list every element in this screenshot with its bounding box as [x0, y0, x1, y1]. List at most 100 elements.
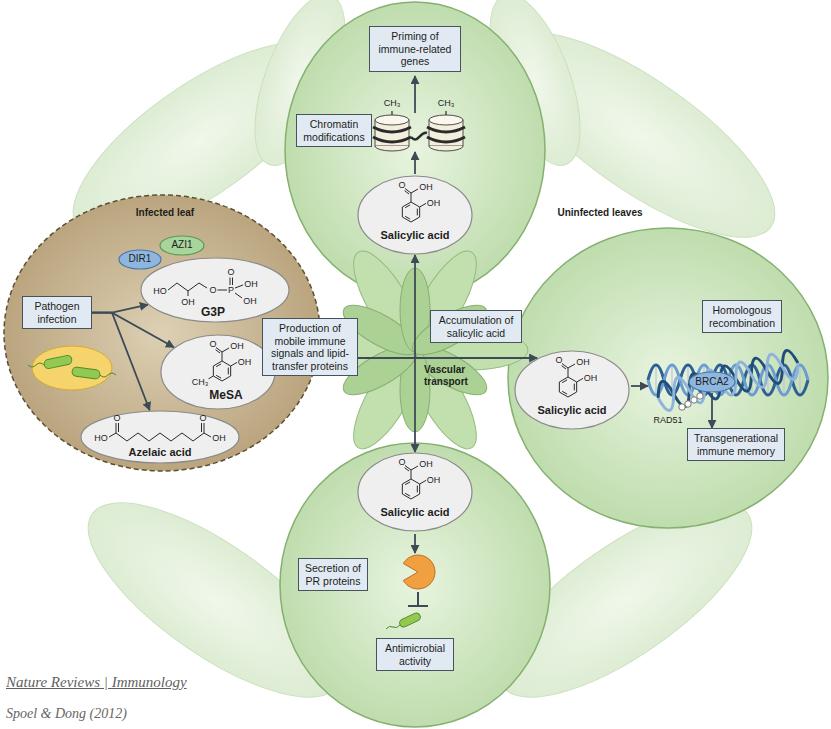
node-text: Pathogen infection: [27, 300, 87, 325]
node-text: Salicylic acid: [380, 229, 449, 242]
pr-protein-illustration: [386, 534, 435, 629]
process-box: Production of mobile immune signals and …: [262, 318, 358, 376]
protein-ellipse: AZI1: [159, 235, 205, 256]
dna-illustration: [631, 349, 808, 413]
atom-label: OH: [212, 434, 226, 443]
bacterium: [72, 367, 101, 380]
ellipse-shape: [515, 351, 629, 429]
atom-label: O: [209, 286, 216, 295]
molecule-structure: [209, 348, 238, 382]
node-text: Homologous recombination: [707, 304, 777, 329]
dna-strand: [655, 349, 802, 413]
uninfected-leaf: [280, 443, 550, 727]
process-box: Priming of immune-related genes: [369, 26, 461, 72]
transport-label: Vascular transport: [424, 364, 480, 387]
node-text: Secretion of PR proteins: [303, 562, 363, 587]
protein-label: RAD51: [653, 416, 682, 425]
node-text: Transgenerational immune memory: [692, 432, 780, 457]
connector-arrow: [358, 358, 415, 452]
atom-label: OH: [576, 357, 590, 366]
ellipse-outline: [357, 452, 473, 532]
flagellum: [386, 625, 400, 629]
atom-label: OH: [427, 475, 441, 484]
inhibition-bar: [408, 592, 428, 606]
dna-wrap: [373, 127, 411, 142]
atom-label: OH: [419, 459, 433, 468]
node-text: MeSA: [209, 389, 242, 403]
uninfected-leaf: [285, 2, 545, 298]
atom-label: OH: [238, 357, 252, 366]
atom-label: OH: [243, 297, 257, 306]
atom-label: OH: [419, 182, 433, 191]
nucleosome-illustration: [373, 76, 465, 174]
pathogen-blob: [32, 346, 112, 390]
process-box: Homologous recombination: [702, 300, 782, 333]
process-box: Secretion of PR proteins: [298, 558, 368, 591]
ellipse-shape: [81, 411, 239, 463]
flagellum: [100, 373, 116, 377]
ellipse-outline: [357, 175, 473, 255]
rad51-chain: [679, 393, 703, 410]
atom-label: O: [199, 414, 206, 423]
bacterium: [43, 355, 72, 370]
node-text: DIR1: [129, 253, 152, 265]
atom-label: CH₃: [192, 378, 209, 387]
node-text: G3P: [201, 306, 225, 320]
node-text: Chromatin modifications: [301, 118, 367, 143]
atom-label: OH: [427, 198, 441, 207]
pathogen-illustration: [28, 346, 116, 390]
atom-label: OH: [230, 341, 244, 350]
molecule-structure: [559, 364, 583, 398]
molecule-structure: [402, 189, 426, 223]
node-text: Antimicrobial activity: [381, 642, 449, 667]
process-box: Antimicrobial activity: [376, 638, 454, 671]
nucleosome: [375, 146, 409, 151]
ellipse-shape: [358, 453, 472, 531]
node-text: BRCA2: [695, 376, 728, 388]
nucleosome: [375, 115, 409, 125]
source-credit: Nature Reviews | Immunology: [6, 674, 187, 691]
atom-label: HO: [94, 434, 108, 443]
ellipse-shape: [160, 236, 204, 255]
node-text: Salicylic acid: [537, 404, 606, 417]
ellipse-shape: [119, 250, 161, 269]
molecule-structure: [402, 466, 426, 500]
linker-dna: [411, 133, 427, 140]
node-text: AZI1: [171, 239, 192, 251]
bacterium: [398, 612, 421, 629]
process-box: Pathogen infection: [22, 296, 92, 329]
nucleosome: [429, 115, 463, 125]
atom-label: P: [228, 286, 234, 295]
connector-arrow: [92, 305, 148, 313]
flagellum: [28, 363, 44, 367]
process-box: Transgenerational immune memory: [687, 428, 785, 461]
atom-label: O: [555, 356, 562, 365]
ellipse-shape: [689, 372, 735, 392]
protein-ellipse: DIR1: [118, 249, 162, 270]
methyl-label: CH₃: [384, 99, 401, 108]
source-credit: Spoel & Dong (2012): [6, 706, 127, 722]
pathway-arrow: [414, 152, 416, 174]
uninfected-leaf: [508, 228, 828, 528]
atom-label: O: [398, 181, 405, 190]
methyl-label: CH₃: [438, 99, 455, 108]
atom-label: HO: [153, 287, 167, 296]
node-text: Priming of immune-related genes: [374, 30, 456, 68]
pathway-arrow: [631, 385, 648, 387]
nucleosome: [429, 146, 463, 151]
atom-label: OH: [181, 298, 195, 307]
connector-arrow: [92, 313, 174, 348]
atom-label: O: [113, 414, 120, 423]
atom-label: O: [398, 458, 405, 467]
molecule-ellipse: Salicylic acid: [514, 350, 630, 430]
dna-wrap: [427, 127, 465, 142]
methyl-stalk: [392, 111, 446, 115]
leaf-label: Uninfected leaves: [557, 207, 642, 219]
atom-label: O: [227, 268, 234, 277]
atom-label: O: [209, 340, 216, 349]
node-text: Azelaic acid: [129, 446, 192, 459]
pathway-arrow: [414, 76, 416, 113]
molecule-structure: [168, 278, 243, 299]
protein-ellipse: BRCA2: [688, 371, 736, 393]
node-text: Accumulation of salicylic acid: [435, 314, 517, 339]
